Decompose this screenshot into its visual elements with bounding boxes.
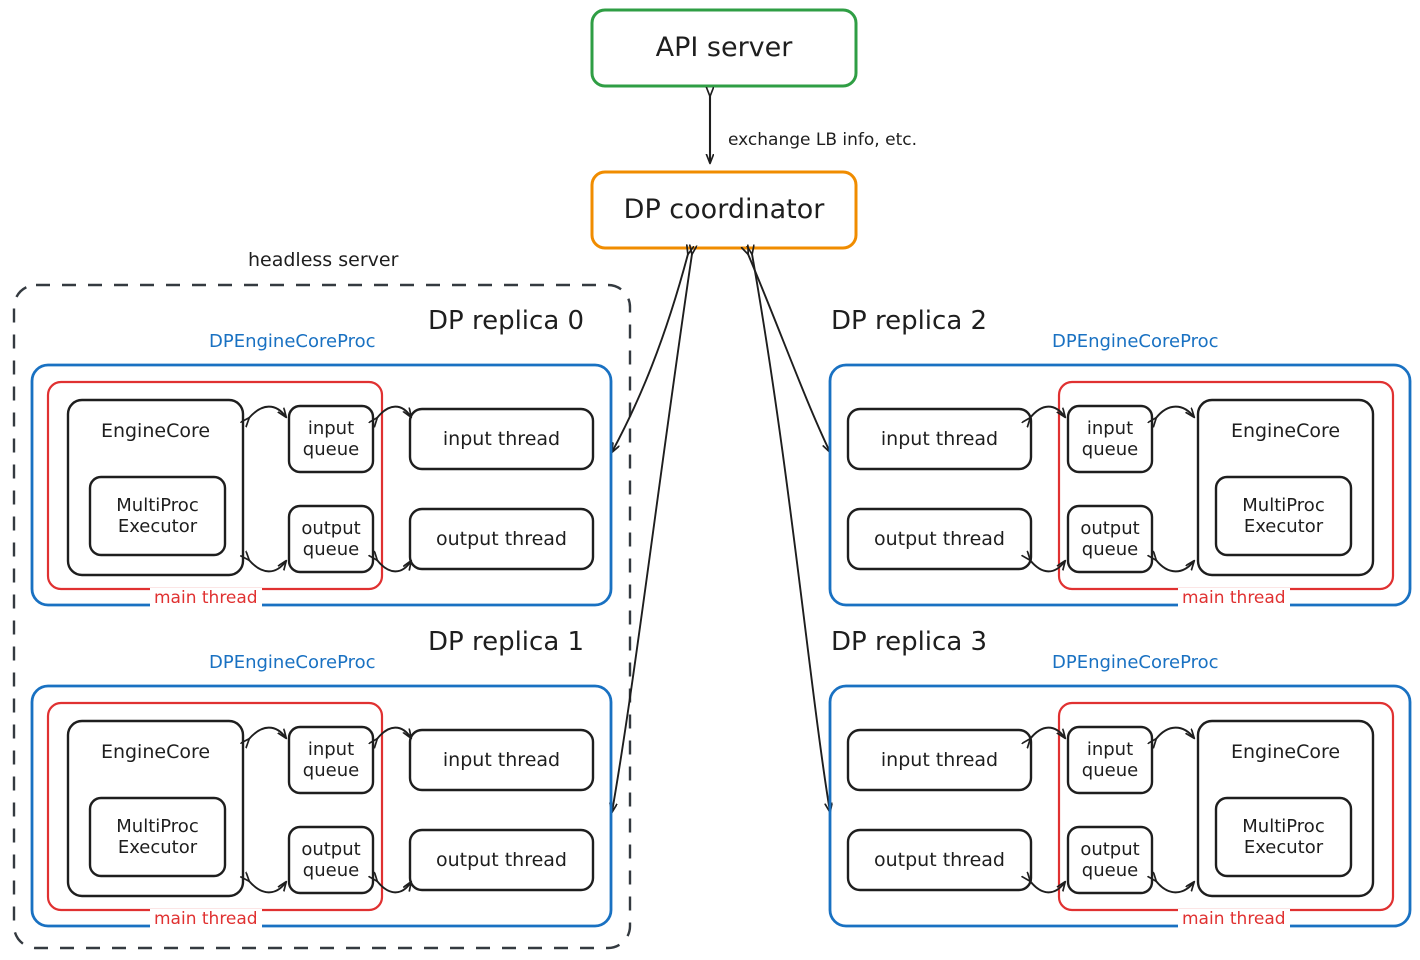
- replica-1-output-queue-box: [287, 825, 375, 895]
- replica-3-output-queue-box: [1066, 825, 1154, 895]
- replica-2-main-thread-box: [1057, 380, 1395, 591]
- replica-3-input-queue-box: [1066, 725, 1154, 795]
- replica-0-output-thread-box: [408, 507, 595, 571]
- replica-1-input-queue-box: [287, 725, 375, 795]
- replica-3-proc-box: [828, 684, 1412, 928]
- replica-1-arc-inputq-inthread: [377, 726, 411, 739]
- replica-0-multiproc-executor-box: [88, 475, 227, 557]
- replica-2-engine-core-box: [1196, 398, 1375, 577]
- replica-3-title: DP replica 3: [831, 627, 988, 657]
- replica-0-output-queue-box: [287, 504, 375, 574]
- coordinator-replica-links: [612, 254, 830, 812]
- exchange-lb-info-label: exchange LB info, etc.: [728, 130, 917, 150]
- replica-2-title: DP replica 2: [831, 306, 988, 336]
- replica-1-output-thread-box: [408, 828, 595, 892]
- replica-1-main-thread-label: main thread: [150, 909, 262, 929]
- replica-3-arc-outputq-core: [1156, 881, 1194, 894]
- replica-2-arc-outthread-outputq: [1030, 560, 1065, 573]
- replica-3-multiproc-executor-box: [1214, 796, 1353, 878]
- coordinator-link-replica-3: [752, 254, 830, 812]
- replica-0-arc-core-outputq: [249, 560, 286, 573]
- headless-server-boundary: [12, 283, 632, 950]
- replica-0-engine-core-box: [66, 398, 245, 577]
- replica-0-arc-outputq-outthread: [377, 560, 411, 573]
- replica-2-proc-box: [828, 363, 1412, 607]
- replica-2-input-queue-box: [1066, 404, 1154, 474]
- replica-0-proc-label: DPEngineCoreProc: [209, 331, 376, 352]
- replica-2-arc-inthread-inputq: [1030, 405, 1065, 418]
- replica-2-arc-inputq-core: [1156, 405, 1194, 418]
- replica-1-group: [30, 684, 613, 928]
- replica-0-input-thread-box: [408, 407, 595, 471]
- replica-3-arc-inthread-inputq: [1030, 726, 1065, 739]
- replica-0-main-thread-label: main thread: [150, 588, 262, 608]
- replica-0-proc-box: [30, 363, 613, 607]
- replica-0-arc-core-inputq: [249, 405, 286, 418]
- coordinator-link-replica-0: [612, 254, 688, 452]
- replica-2-group: [828, 363, 1412, 607]
- dp-coordinator-box[interactable]: [590, 170, 858, 250]
- replica-1-arc-core-inputq: [249, 726, 286, 739]
- replica-3-engine-core-box: [1196, 719, 1375, 898]
- replica-1-title: DP replica 1: [428, 627, 585, 657]
- replica-3-output-thread-box: [846, 828, 1033, 892]
- coordinator-link-replica-1: [612, 254, 692, 812]
- replica-3-main-thread-label: main thread: [1178, 909, 1290, 929]
- replica-1-proc-label: DPEngineCoreProc: [209, 652, 376, 673]
- headless-server-label: headless server: [248, 249, 399, 271]
- replica-2-proc-label: DPEngineCoreProc: [1052, 331, 1219, 352]
- replica-2-output-thread-box: [846, 507, 1033, 571]
- replica-0-main-thread-box: [46, 380, 384, 591]
- replica-2-input-thread-box: [846, 407, 1033, 471]
- replica-3-main-thread-box: [1057, 701, 1395, 912]
- replica-0-group: [30, 363, 613, 607]
- replica-1-arc-core-outputq: [249, 881, 286, 894]
- replica-2-output-queue-box: [1066, 504, 1154, 574]
- replica-3-proc-label: DPEngineCoreProc: [1052, 652, 1219, 673]
- replica-1-engine-core-box: [66, 719, 245, 898]
- replica-3-input-thread-box: [846, 728, 1033, 792]
- replica-3-group: [828, 684, 1412, 928]
- replica-1-main-thread-box: [46, 701, 384, 912]
- replica-0-arc-inputq-inthread: [377, 405, 411, 418]
- coordinator-link-replica-2: [748, 254, 830, 452]
- replica-3-arc-inputq-core: [1156, 726, 1194, 739]
- replica-0-input-queue-box: [287, 404, 375, 474]
- replica-2-arc-outputq-core: [1156, 560, 1194, 573]
- api-server-box[interactable]: [590, 8, 858, 88]
- replica-2-multiproc-executor-box: [1214, 475, 1353, 557]
- replica-1-proc-box: [30, 684, 613, 928]
- replica-2-main-thread-label: main thread: [1178, 588, 1290, 608]
- replica-0-title: DP replica 0: [428, 306, 585, 336]
- replica-3-arc-outthread-outputq: [1030, 881, 1065, 894]
- replica-1-input-thread-box: [408, 728, 595, 792]
- replica-1-multiproc-executor-box: [88, 796, 227, 878]
- replica-1-arc-outputq-outthread: [377, 881, 411, 894]
